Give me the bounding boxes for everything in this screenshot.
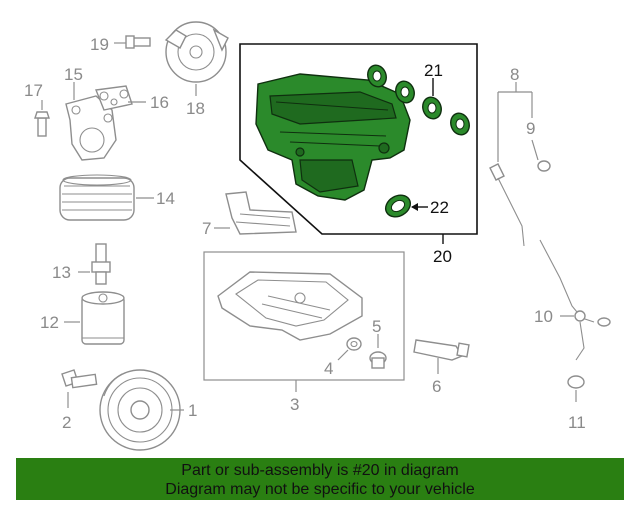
callout-11: 11 [568, 413, 586, 432]
callout-5: 5 [372, 317, 381, 336]
footer-banner: Part or sub-assembly is #20 in diagram D… [16, 458, 624, 500]
dipstick-seal[interactable] [537, 160, 551, 172]
callout-7: 7 [202, 219, 211, 238]
callout-8: 8 [510, 65, 519, 84]
housing-gasket[interactable] [95, 85, 133, 111]
water-pump[interactable] [164, 21, 229, 83]
callout-22: 22 [430, 198, 449, 217]
callout-20: 20 [433, 247, 452, 266]
drain-plug[interactable] [369, 351, 387, 369]
oil-pump-strainer[interactable] [225, 191, 297, 235]
parts-diagram: 21 22 20 19 18 17 15 16 [24, 21, 611, 451]
oil-pan-box[interactable] [203, 251, 405, 381]
oil-filter[interactable] [81, 291, 125, 345]
callout-4: 4 [324, 359, 333, 378]
drain-plug-washer[interactable] [346, 337, 362, 351]
dipstick-tube[interactable] [539, 239, 611, 361]
oil-cap-seal[interactable] [567, 375, 585, 389]
oil-filter-fitting[interactable] [91, 243, 111, 285]
callout-9: 9 [526, 119, 535, 138]
bolt-17[interactable] [34, 111, 50, 137]
footer-line-1: Part or sub-assembly is #20 in diagram [181, 462, 459, 479]
callout-14: 14 [156, 189, 175, 208]
callout-2: 2 [62, 413, 71, 432]
callout-18: 18 [186, 99, 205, 118]
intake-manifold-assembly-box[interactable] [239, 43, 478, 235]
intake-gaskets[interactable] [365, 63, 472, 138]
footer-line-2: Diagram may not be specific to your vehi… [165, 481, 475, 498]
callout-19: 19 [90, 35, 109, 54]
callout-12: 12 [40, 313, 59, 332]
callout-10: 10 [534, 307, 553, 326]
callout-16: 16 [150, 93, 169, 112]
oil-pan[interactable] [217, 271, 363, 341]
callout-6: 6 [432, 377, 441, 396]
callout-15: 15 [64, 65, 83, 84]
callout-17: 17 [24, 81, 43, 100]
callout-21: 21 [424, 61, 443, 80]
oil-cooler[interactable] [59, 174, 135, 221]
callout-3: 3 [290, 395, 299, 414]
callout-1: 1 [188, 401, 197, 420]
intake-manifold[interactable] [255, 73, 411, 201]
water-pump-bolt[interactable] [125, 35, 151, 49]
sealant-tube[interactable] [413, 339, 470, 361]
oil-dipstick[interactable] [489, 163, 525, 247]
callout-13: 13 [52, 263, 71, 282]
crankshaft-bolt[interactable] [61, 369, 98, 389]
throttle-body-gasket[interactable] [382, 191, 415, 221]
crankshaft-pulley[interactable] [99, 369, 181, 451]
